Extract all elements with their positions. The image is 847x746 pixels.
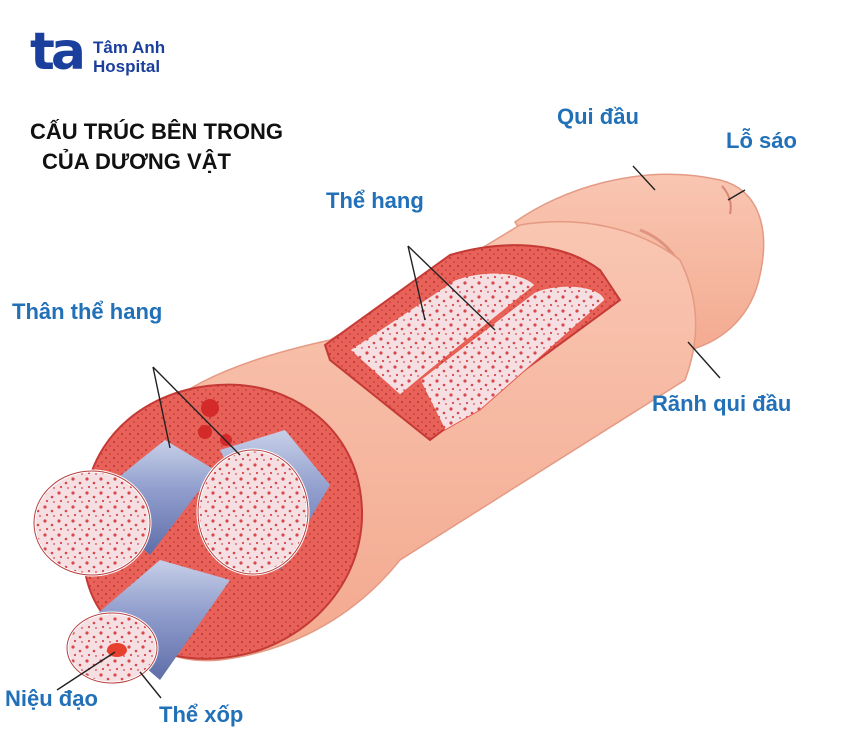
cavernosum-right-section xyxy=(196,448,310,576)
cutaway-spongy-left xyxy=(349,272,536,396)
leader-ranh-qui-dau xyxy=(687,341,721,379)
label-lo-sao: Lỗ sáo xyxy=(726,128,797,153)
leader-lo-sao xyxy=(727,189,746,201)
title-line1: CẤU TRÚC BÊN TRONG xyxy=(30,119,283,144)
leader-the-hang-2 xyxy=(407,245,496,331)
leader-nieu-dao xyxy=(56,651,116,691)
leader-qui-dau xyxy=(632,165,656,191)
brand-logo-mark: ta xyxy=(30,22,86,82)
leader-than-the-hang-2 xyxy=(152,366,241,456)
leader-the-xop xyxy=(139,671,162,699)
brand-name-line1: Tâm Anh xyxy=(93,38,166,57)
brand-logo-text: Tâm Anh Hospital xyxy=(93,38,165,76)
cavernosum-left-section xyxy=(32,469,152,577)
brand-name-line2: Hospital xyxy=(93,57,161,76)
meatus-slit xyxy=(721,185,732,215)
label-than-the-hang: Thân thể hang xyxy=(12,299,163,324)
leader-than-the-hang-1 xyxy=(152,366,171,449)
dorsal-vessel-2 xyxy=(198,425,212,439)
label-the-xop: Thể xốp xyxy=(159,702,244,727)
label-ranh-qui-dau: Rãnh qui đầu xyxy=(652,391,792,416)
label-nieu-dao: Niệu đạo xyxy=(5,686,98,711)
cutaway-spongy-right xyxy=(419,285,606,431)
dorsal-vessel xyxy=(201,399,219,417)
diagram-title: CẤU TRÚC BÊN TRONG CỦA DƯƠNG VẬT xyxy=(30,117,283,177)
leader-the-hang-1 xyxy=(407,245,426,321)
title-line2: CỦA DƯƠNG VẬT xyxy=(42,149,231,174)
label-qui-dau: Qui đầu xyxy=(557,104,639,129)
label-the-hang: Thể hang xyxy=(326,188,424,213)
